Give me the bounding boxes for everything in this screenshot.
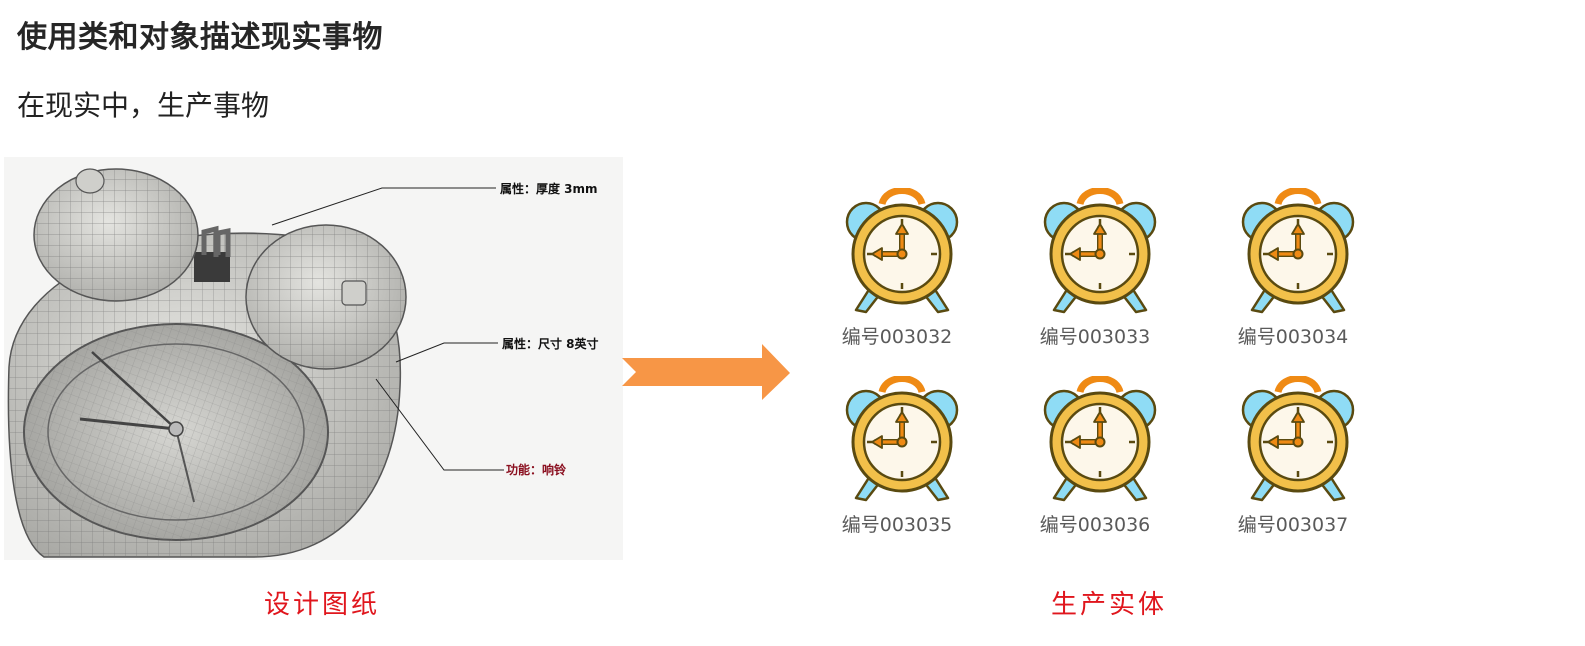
alarm-clock-icon xyxy=(842,376,962,511)
callout-function: 功能：响铃 xyxy=(506,463,567,477)
alarm-clock-icon xyxy=(1238,376,1358,511)
clock-item: 编号003033 xyxy=(1040,188,1160,353)
clock-serial-label: 编号003033 xyxy=(1039,326,1151,348)
clock-serial-label: 编号003034 xyxy=(1237,326,1349,348)
clock-item: 编号003036 xyxy=(1040,376,1160,541)
design-caption: 设计图纸 xyxy=(264,590,381,620)
page-title: 使用类和对象描述现实事物 xyxy=(17,20,383,55)
alarm-clock-icon xyxy=(1040,188,1160,323)
clock-serial-label: 编号003036 xyxy=(1039,514,1151,536)
callout-size: 属性：尺寸 8英寸 xyxy=(502,337,599,351)
alarm-clock-icon xyxy=(1238,188,1358,323)
callout-thickness: 属性：厚度 3mm xyxy=(500,182,598,196)
production-caption: 生产实体 xyxy=(1051,590,1168,620)
clock-serial-label: 编号003035 xyxy=(841,514,953,536)
alarm-clock-icon xyxy=(842,188,962,323)
right-arrow-icon xyxy=(622,344,790,400)
design-drawing: 属性：厚度 3mm 属性：尺寸 8英寸 功能：响铃 xyxy=(4,157,623,560)
clock-item: 编号003035 xyxy=(842,376,962,541)
clock-item: 编号003032 xyxy=(842,188,962,353)
page-subtitle: 在现实中，生产事物 xyxy=(17,89,270,122)
clock-serial-label: 编号003032 xyxy=(841,326,953,348)
alarm-clock-icon xyxy=(1040,376,1160,511)
clock-item: 编号003034 xyxy=(1238,188,1358,353)
clock-serial-label: 编号003037 xyxy=(1237,514,1349,536)
clock-item: 编号003037 xyxy=(1238,376,1358,541)
wireframe-clock-image xyxy=(7,168,504,558)
